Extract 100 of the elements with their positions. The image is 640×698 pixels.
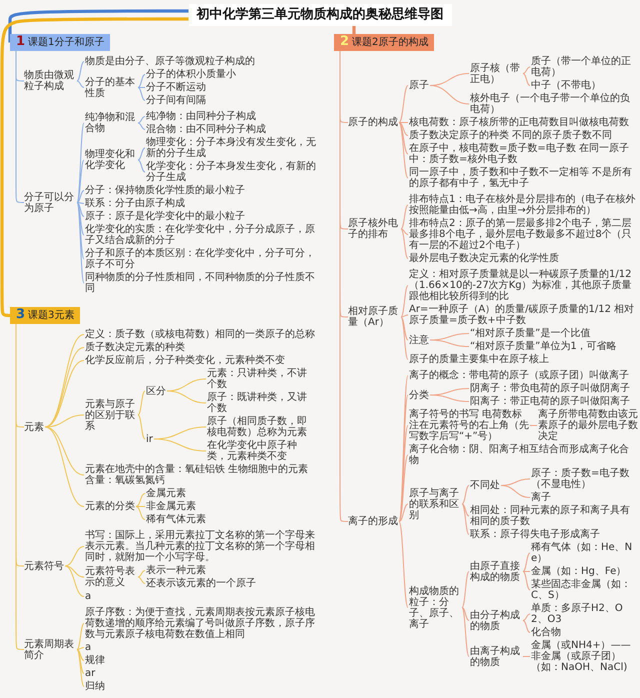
connector-line <box>16 324 24 650</box>
topic-text: Ar=一种原子（A）的质量/碳原子质量的1/12 相对原子质量=质子数+中子数 <box>409 304 638 326</box>
topic-text: 由分子构成的物质 <box>470 610 522 632</box>
connector-line <box>44 426 84 476</box>
connector-line <box>76 190 84 203</box>
connector-line <box>44 360 84 428</box>
connector-line <box>430 340 470 347</box>
connector-line <box>76 649 84 661</box>
topic-text: 物质是由分子、原子等微观粒子构成的 <box>85 56 255 67</box>
branch-topic-box <box>10 34 110 51</box>
topic-text: 纯净物和混合物 <box>85 112 137 134</box>
connector-line <box>138 148 146 160</box>
topic-text: 稀有气体元素 <box>146 514 206 525</box>
connector-line <box>138 74 146 88</box>
topic-text: 元素 <box>24 422 44 432</box>
topic-text: 离子化合物：阴、阳离子相互结合而形成离子化合物 <box>409 444 638 466</box>
connector-line <box>136 506 146 520</box>
topic-text: 质子（带一个单位的正电荷） <box>531 56 638 78</box>
topic-text: 金属（如：Hg、Fe） <box>531 566 626 577</box>
topic-text: 联系：分子由原子构成 <box>85 198 185 209</box>
topic-text: 排布特点2：原子的第一层最多排2个电子，第二层最多排8个电子，最外层电子数最多不超过8个（只有一层的不超过2个电子） <box>409 218 638 251</box>
connector-line <box>522 73 530 86</box>
topic-text: 原子：既讲种类，又讲个数 <box>207 392 316 414</box>
connector-line <box>400 228 408 259</box>
connector-line <box>76 202 84 236</box>
topic-text: 纯净物：由同种分子构成 <box>146 111 256 122</box>
topic-text: 元素在地壳中的含量：氧硅铝铁 生物细胞中的元素含量：氧碳氢氮钙 <box>85 464 316 486</box>
topic-text: 构成物质的粒子：分子、原子、离子 <box>409 586 461 630</box>
topic-text: 在原子中，核电荷数=质子数=电子数 在同一原子中：质子数=核外电子数 <box>409 143 638 165</box>
topic-text: 非金属元素 <box>146 501 196 512</box>
connector-line <box>76 160 84 203</box>
topic-text: 化合物 <box>531 627 561 638</box>
branch-line <box>352 25 356 35</box>
connector-line <box>462 571 470 608</box>
topic-text: 原子与离子的联系和区别 <box>409 488 461 520</box>
connector-line <box>400 204 408 230</box>
topic-text: 分子：保持物质化学性质的最小粒子 <box>85 185 245 196</box>
topic-text: a <box>85 642 92 653</box>
topic-text: 定义：质子数（或核电荷数）相同的一类原子的总称 <box>85 329 315 340</box>
topic-text: 分子不断运动 <box>146 82 206 93</box>
topic-text: 原子：原子是化学变化中的最小粒子 <box>85 211 245 222</box>
connector-line <box>522 656 530 657</box>
topic-title: 课题1分子和原子 <box>28 37 104 48</box>
connector-line <box>136 506 146 507</box>
branch-topic-box <box>10 307 80 324</box>
topic-text: 相对原子质量（Ar） <box>348 306 400 328</box>
topic-text: 元素的分类 <box>85 501 135 512</box>
connector-line <box>462 607 470 657</box>
connector-line <box>522 614 530 621</box>
connector-line <box>76 61 84 82</box>
connector-line <box>400 228 408 235</box>
connector-line <box>400 316 408 360</box>
connector-line <box>76 80 84 88</box>
connector-line <box>400 314 408 318</box>
connector-line <box>430 85 470 104</box>
connector-line <box>76 202 84 284</box>
topic-text: 分类 <box>409 390 429 400</box>
connector-line <box>138 87 146 101</box>
topic-text: 同一原子中，质子数和中子数不一定相等 不是所有的原子都有中子，氢无中子 <box>409 167 638 189</box>
connector-line <box>530 425 538 426</box>
connector-line <box>398 425 408 522</box>
connector-line <box>398 85 408 123</box>
connector-line <box>16 50 24 203</box>
topic-text: 联系：原子得失电子形成离子 <box>470 529 600 540</box>
connector-line <box>76 649 84 687</box>
connector-line <box>522 571 530 590</box>
connector-line <box>166 390 206 404</box>
connector-line <box>398 122 408 178</box>
connector-line <box>138 160 146 172</box>
topic-text: 区分 <box>146 386 166 396</box>
topic-text: ir <box>146 434 153 444</box>
topic-text: 核外电子（一个电子带一个单位的负电荷） <box>470 93 638 115</box>
connector-line <box>76 122 84 203</box>
connector-line <box>462 485 470 504</box>
connector-line <box>522 552 530 572</box>
connector-line <box>138 122 146 130</box>
topic-text: 金属（或NH4+）——非金属（或原子团）（如：NaOH、NaCl) <box>531 640 638 673</box>
topic-text: 排布特点1：电子在核外是分层排布的（电子在核外按照能量由低→高，由里→外分层排布的） <box>409 194 638 216</box>
topic-text: 归纳 <box>85 681 105 692</box>
topic-text: “相对原子质量”单位为1，可省略 <box>470 341 617 352</box>
topic-text: 元素：只讲种类，不讲个数 <box>207 368 316 390</box>
connector-line <box>462 504 470 516</box>
topic-text: 某些固态非金属（如：C、S） <box>531 579 638 601</box>
branch-line <box>8 9 188 44</box>
connector-line <box>430 394 470 402</box>
topic-text: 元素符号 <box>24 560 64 572</box>
topic-text: 阳离子：带正电荷的原子叫做阳离子 <box>470 396 630 407</box>
topic-text: 稀有气体（如：He、Ne） <box>531 542 638 564</box>
topic-title: 课题2原子的构成 <box>352 37 428 48</box>
topic-text: 离子的概念：带电荷的原子（或原子团）叫做离子 <box>409 370 629 381</box>
connector-line <box>138 414 146 440</box>
connector-line <box>44 414 84 428</box>
connector-line <box>500 485 530 498</box>
connector-line <box>462 607 470 621</box>
topic-text: 元素与原子的区别于联系 <box>85 398 137 432</box>
connector-line <box>522 571 530 572</box>
connector-line <box>138 116 146 124</box>
topic-text: 同种物质的分子性质相同，不同种物质的分子性质不同 <box>85 272 316 294</box>
connector-line <box>76 202 84 204</box>
topic-text: 原子 <box>409 80 429 91</box>
